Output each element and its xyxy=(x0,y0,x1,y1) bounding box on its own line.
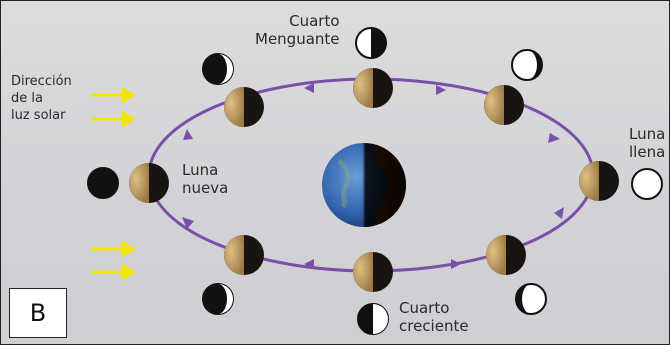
full-moon-label: Luna llena xyxy=(629,125,665,161)
panel-label: B xyxy=(9,288,67,338)
sunlight-arrow-icon xyxy=(91,243,133,255)
new-moon-label: Luna nueva xyxy=(182,161,228,197)
moon-phase-icon xyxy=(484,85,524,125)
moon-phase-icon xyxy=(224,235,264,275)
moon-phase-icon xyxy=(358,304,388,334)
moon-phase-icon xyxy=(486,235,526,275)
moon-phase-icon xyxy=(356,28,386,58)
sunlight-direction-label: Dirección de la luz solar xyxy=(11,73,72,124)
first-quarter-label: Cuarto creciente xyxy=(399,299,469,335)
moon-phase-icon xyxy=(203,54,233,84)
sunlight-arrow-icon xyxy=(91,113,133,125)
moon-phase-icon xyxy=(512,50,542,80)
moon-phase-icon xyxy=(579,161,619,201)
moon-phase-icon xyxy=(88,168,118,198)
moon-phase-icon xyxy=(353,252,393,292)
orbit-direction-arrow-icon xyxy=(451,259,461,269)
orbit-direction-arrow-icon xyxy=(436,85,446,95)
sunlight-arrow-icon xyxy=(91,89,133,101)
moon-phase-icon xyxy=(224,87,264,127)
orbit-direction-arrow-icon xyxy=(548,133,560,143)
moon-phase-icon xyxy=(203,284,233,314)
moon-phase-icon xyxy=(632,169,662,199)
moon-phase-icon xyxy=(516,284,546,314)
orbit-direction-arrow-icon xyxy=(183,129,193,140)
last-quarter-label: Cuarto Menguante xyxy=(255,12,340,48)
orbit-direction-arrow-icon xyxy=(554,207,564,219)
moon-phase-icon xyxy=(129,163,169,203)
moon-phase-icon xyxy=(353,68,393,108)
sunlight-arrow-icon xyxy=(91,266,133,278)
earth-icon xyxy=(322,143,406,233)
